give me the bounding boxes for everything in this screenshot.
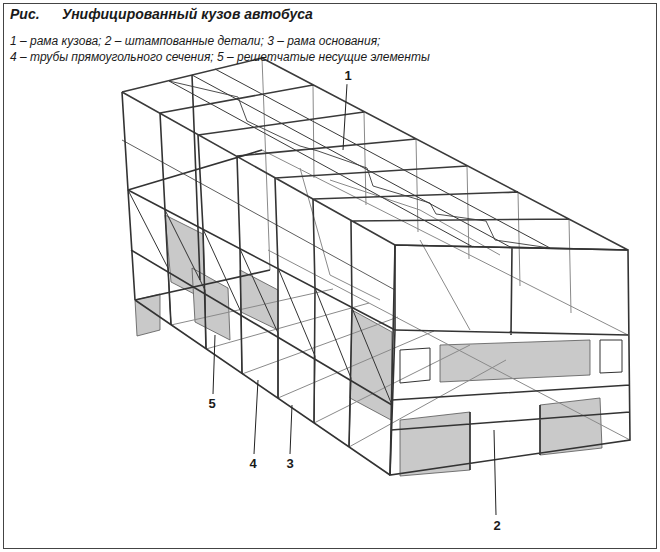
leader-line bbox=[290, 405, 292, 454]
roof-lattice bbox=[169, 81, 550, 248]
base-frame-crossmembers bbox=[171, 289, 506, 447]
roof-longitudinals bbox=[169, 69, 550, 248]
near-side-frame bbox=[122, 92, 395, 475]
callout-number: 2 bbox=[491, 518, 502, 534]
leader-line bbox=[213, 335, 215, 394]
rear-frame bbox=[128, 75, 270, 300]
panel-fills bbox=[135, 215, 602, 476]
callout-number: 4 bbox=[247, 456, 258, 472]
window-rail bbox=[122, 140, 395, 290]
leader-line bbox=[494, 430, 496, 515]
lattice-panel bbox=[192, 268, 230, 340]
figure-title: Унифицированный кузов автобуса bbox=[62, 6, 313, 23]
callout-number: 1 bbox=[342, 68, 353, 84]
leader-line bbox=[254, 380, 258, 454]
front-frame bbox=[390, 245, 630, 475]
front-grille bbox=[440, 340, 590, 382]
callout-number: 3 bbox=[284, 456, 295, 472]
stamped-panel bbox=[400, 412, 470, 476]
front-lamp-frames bbox=[400, 340, 622, 383]
callout-number: 5 bbox=[206, 396, 217, 412]
key-line: 1 – рама кузова; 2 – штампованные детали… bbox=[10, 34, 380, 48]
picture-border bbox=[4, 4, 657, 549]
leader-line bbox=[343, 84, 347, 150]
side-pillars bbox=[122, 92, 395, 475]
figure-prefix: Рис. bbox=[10, 6, 40, 23]
stamped-panel bbox=[540, 398, 602, 455]
key-line: 4 – трубы прямоугольного сечения; 5 – ре… bbox=[10, 50, 430, 64]
side-longitudinals bbox=[128, 190, 395, 475]
leader-lines bbox=[213, 84, 496, 515]
end-frames bbox=[128, 75, 630, 475]
interior-tubes bbox=[300, 168, 500, 330]
side-diagonals bbox=[128, 190, 392, 447]
